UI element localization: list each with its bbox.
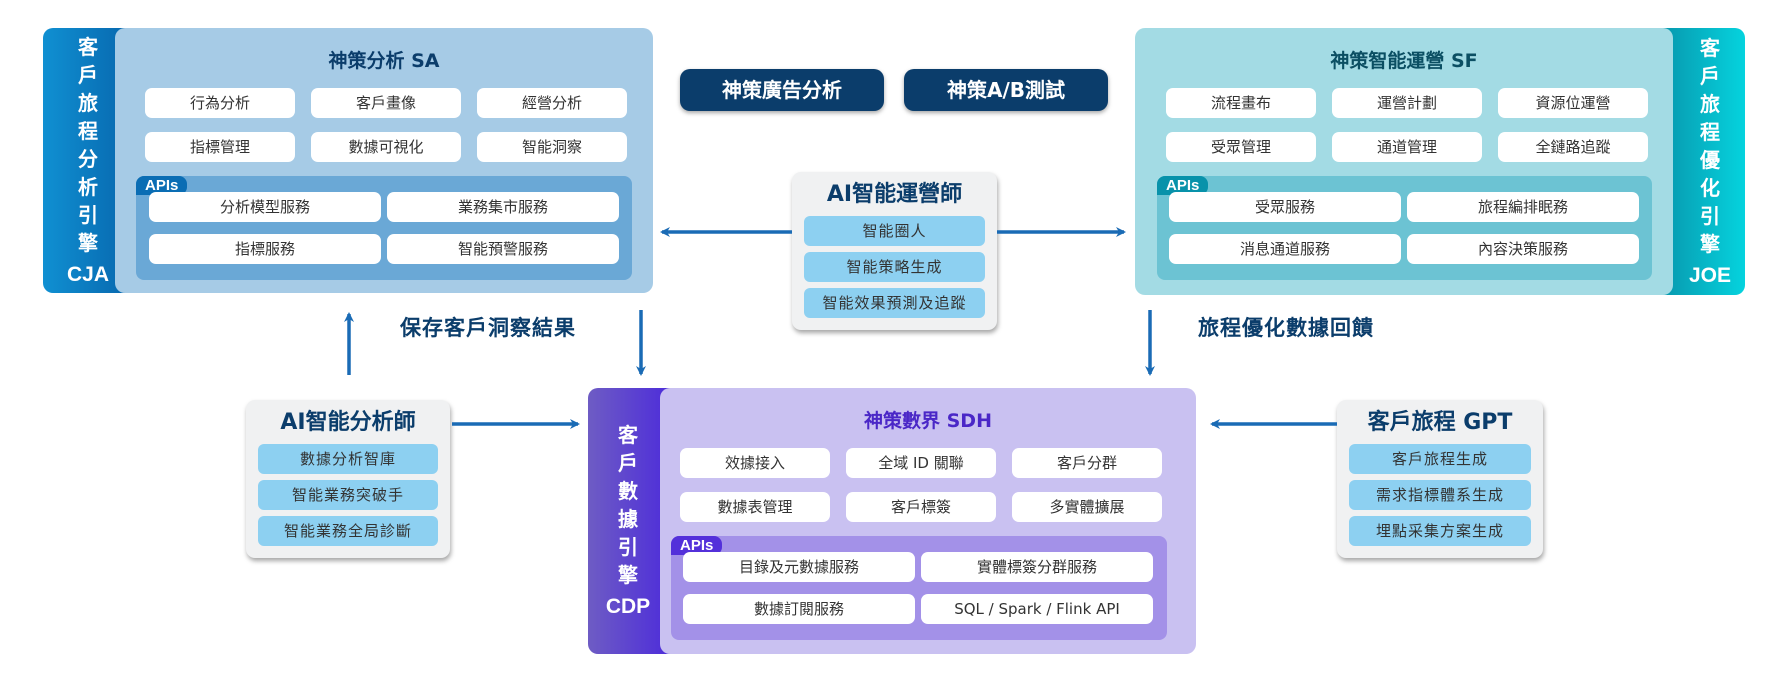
ab-testing-button[interactable]: 神策A/B測試 [904, 69, 1108, 111]
api-pill[interactable]: 指標服務 [149, 234, 381, 264]
api-pill[interactable]: 智能預警服務 [387, 234, 619, 264]
api-pill[interactable]: 實體標簽分群服務 [921, 552, 1153, 582]
module-pill[interactable]: 客戶分群 [1012, 448, 1162, 478]
sdh-panel: 神策數界 SDH 效據接入 全域 ID 關聯 客戶分群 數據表管理 客戶標簽 多… [660, 388, 1196, 654]
sa-api-group: APIs 分析模型服務 業務集市服務 指標服務 智能預警服務 [136, 176, 632, 280]
sdh-api-group: APIs 目錄及元數據服務 實體標簽分群服務 數據訂閱服務 SQL / Spar… [671, 536, 1167, 640]
api-pill[interactable]: 消息通道服務 [1169, 234, 1401, 264]
sdh-modules: 效據接入 全域 ID 關聯 客戶分群 數據表管理 客戶標簽 多實體擴展 [680, 448, 1162, 522]
apis-tag: APIs [671, 536, 723, 555]
journey-gpt-title: 客戶旅程 GPT [1367, 410, 1513, 435]
joe-engine: 客 戶 旅 程 優 化 引 擎 JOE 神策智能運營 SF 流程畫布 運營計劃 … [1135, 28, 1745, 295]
api-pill[interactable]: SQL / Spark / Flink API [921, 594, 1153, 624]
module-pill[interactable]: 通道管理 [1332, 132, 1482, 162]
module-pill[interactable]: 數據可視化 [311, 132, 461, 162]
module-pill[interactable]: 受眾管理 [1166, 132, 1316, 162]
api-pill[interactable]: 數據訂閱服務 [683, 594, 915, 624]
apis-tag: APIs [1157, 176, 1209, 195]
apis-tag: APIs [136, 176, 188, 195]
module-pill[interactable]: 客戶畫像 [311, 88, 461, 118]
journey-gpt-item[interactable]: 客戶旅程生成 [1349, 444, 1531, 474]
ai-analyst-item[interactable]: 智能業務全局診斷 [258, 516, 438, 546]
module-pill[interactable]: 運營計劃 [1332, 88, 1482, 118]
sa-modules: 行為分析 客戶畫像 經營分析 指標管理 數據可視化 智能洞察 [145, 88, 627, 162]
api-pill[interactable]: 旅程編排眠務 [1407, 192, 1639, 222]
module-pill[interactable]: 客戶標簽 [846, 492, 996, 522]
sf-title: 神策智能運營 SF [1330, 50, 1478, 72]
module-pill[interactable]: 經營分析 [477, 88, 627, 118]
sf-panel: 神策智能運營 SF 流程畫布 運營計劃 資源位運營 受眾管理 通道管理 全鏈路追… [1135, 28, 1673, 295]
ad-analysis-button[interactable]: 神策廣告分析 [680, 69, 884, 111]
module-pill[interactable]: 全鏈路追蹤 [1498, 132, 1648, 162]
api-pill[interactable]: 目錄及元數據服務 [683, 552, 915, 582]
module-pill[interactable]: 多實體擴展 [1012, 492, 1162, 522]
ai-operator-card: AI智能運營師 智能圈人 智能策略生成 智能效果預測及追蹤 [792, 172, 997, 330]
journey-gpt-item[interactable]: 埋點采集方案生成 [1349, 516, 1531, 546]
api-pill[interactable]: 受眾服務 [1169, 192, 1401, 222]
ai-analyst-card: AI智能分析師 數據分析智庫 智能業務突破手 智能業務全局診斷 [246, 400, 450, 558]
cdp-engine: 客 戶 數 據 引 擎 CDP 神策數界 SDH 效據接入 全域 ID 關聯 客… [588, 388, 1196, 654]
sa-title: 神策分析 SA [328, 50, 440, 72]
sf-modules: 流程畫布 運營計劃 資源位運營 受眾管理 通道管理 全鏈路追蹤 [1166, 88, 1648, 162]
api-pill[interactable]: 分析模型服務 [149, 192, 381, 222]
save-insights-label: 保存客戶洞察結果 [400, 316, 576, 340]
sa-panel: 神策分析 SA 行為分析 客戶畫像 經營分析 指標管理 數據可視化 智能洞察 A… [115, 28, 653, 293]
module-pill[interactable]: 流程畫布 [1166, 88, 1316, 118]
sdh-title: 神策數界 SDH [864, 410, 992, 432]
module-pill[interactable]: 智能洞察 [477, 132, 627, 162]
cja-engine: 客 戶 旅 程 分 析 引 擎 CJA 神策分析 SA 行為分析 客戶畫像 經營… [43, 28, 653, 293]
api-pill[interactable]: 內容決策服務 [1407, 234, 1639, 264]
module-pill[interactable]: 效據接入 [680, 448, 830, 478]
joe-code: JOE [1688, 263, 1732, 287]
ai-analyst-title: AI智能分析師 [280, 410, 416, 435]
module-pill[interactable]: 資源位運營 [1498, 88, 1648, 118]
ai-analyst-item[interactable]: 數據分析智庫 [258, 444, 438, 474]
journey-feedback-label: 旅程優化數據回饋 [1198, 316, 1374, 340]
journey-gpt-card: 客戶旅程 GPT 客戶旅程生成 需求指標體系生成 埋點采集方案生成 [1337, 400, 1543, 558]
api-pill[interactable]: 業務集市服務 [387, 192, 619, 222]
module-pill[interactable]: 行為分析 [145, 88, 295, 118]
ai-operator-item[interactable]: 智能效果預測及追蹤 [804, 288, 985, 318]
journey-gpt-item[interactable]: 需求指標體系生成 [1349, 480, 1531, 510]
ai-operator-title: AI智能運營師 [826, 182, 963, 207]
module-pill[interactable]: 全域 ID 關聯 [846, 448, 996, 478]
cdp-code: CDP [605, 595, 651, 618]
ai-operator-item[interactable]: 智能圈人 [804, 216, 985, 246]
module-pill[interactable]: 指標管理 [145, 132, 295, 162]
cja-code: CJA [66, 262, 109, 286]
ai-analyst-item[interactable]: 智能業務突破手 [258, 480, 438, 510]
module-pill[interactable]: 數據表管理 [680, 492, 830, 522]
sf-api-group: APIs 受眾服務 旅程編排眠務 消息通道服務 內容決策服務 [1157, 176, 1652, 280]
ai-operator-item[interactable]: 智能策略生成 [804, 252, 985, 282]
